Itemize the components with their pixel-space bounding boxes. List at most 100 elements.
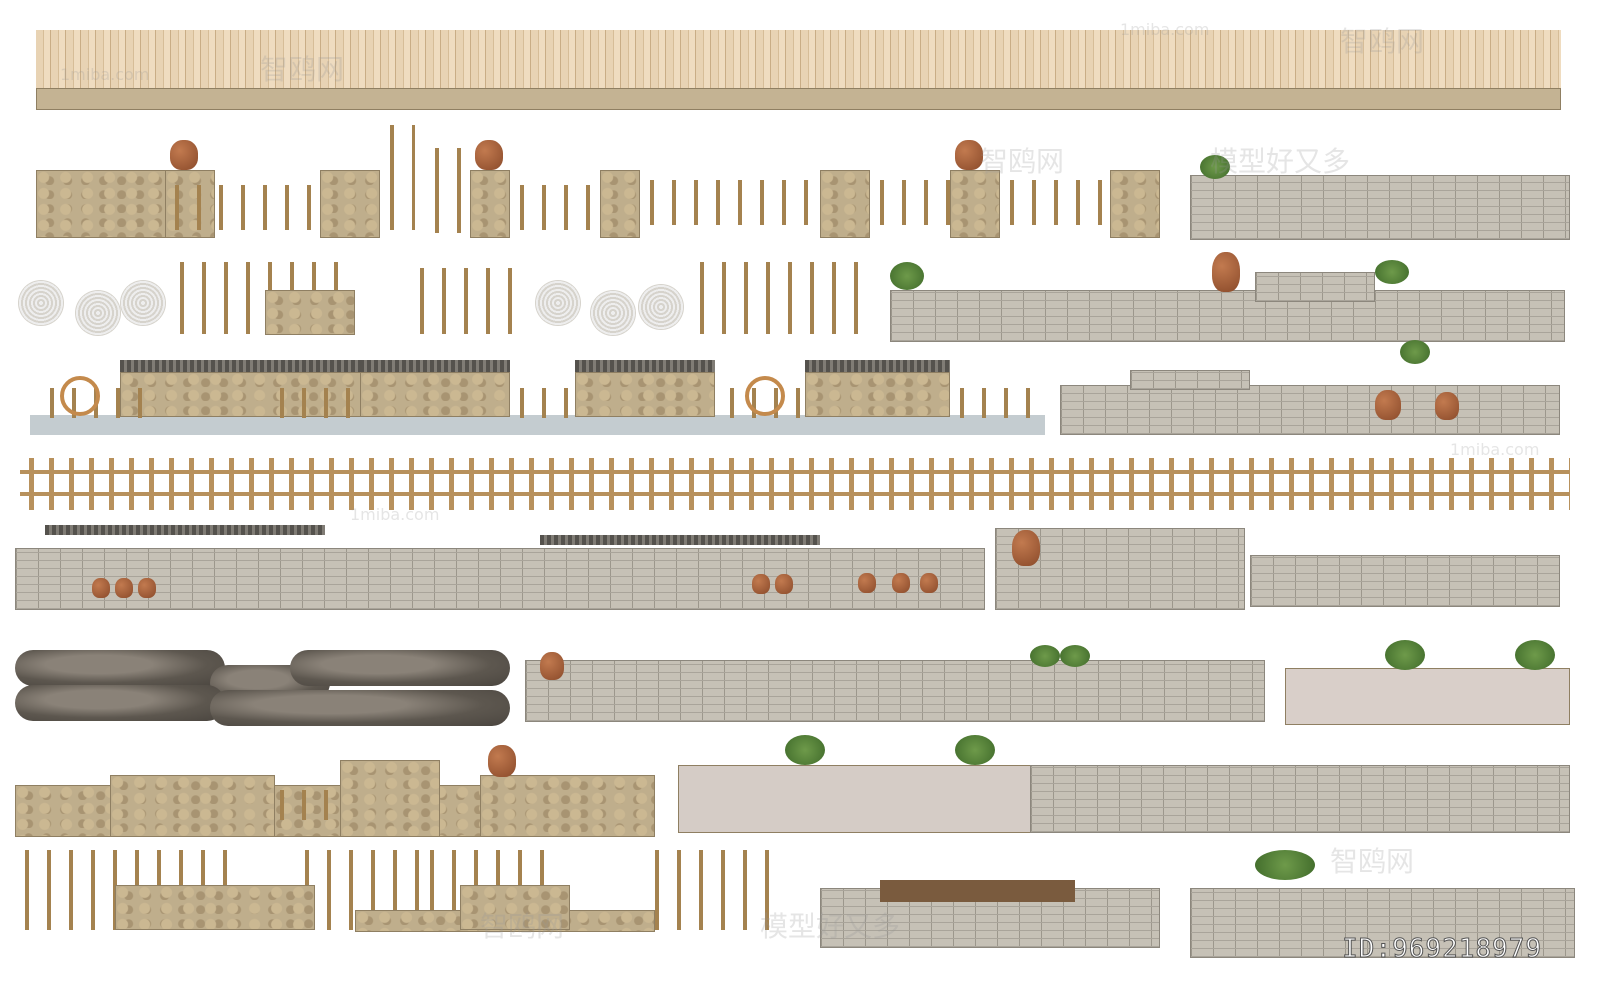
brick-wall-lattice [525, 660, 1265, 722]
potted-plant [1385, 640, 1425, 670]
clay-pot [1212, 252, 1240, 292]
brick-wall-step [1130, 370, 1250, 390]
millstone [120, 280, 166, 326]
brick-wall-lattice [1060, 385, 1560, 435]
wooden-gate [425, 148, 465, 233]
brick-wall-step [1255, 272, 1375, 302]
bamboo-fence [40, 388, 160, 418]
stone-pillar [36, 170, 166, 238]
bamboo-fence [645, 850, 785, 930]
stone-base [265, 290, 355, 335]
stone-wall-planters [1285, 668, 1570, 725]
watermark-text: 1miba.com [60, 65, 150, 84]
clay-pot [1012, 530, 1040, 566]
brick-wall-lattice [890, 290, 1565, 342]
rock-wall [210, 690, 510, 726]
brick-wall-long [15, 548, 985, 610]
water-channel [30, 415, 1045, 435]
bamboo-fence [510, 388, 570, 418]
stone-pillar [470, 170, 510, 238]
wooden-gate [380, 125, 415, 230]
watermark-text: 智鸥网 [260, 53, 345, 86]
wood-rail-fence [165, 185, 325, 230]
stone-pillar [600, 170, 640, 238]
watermark-text: 模型好又多 [760, 910, 901, 943]
stone-wall [575, 372, 715, 417]
clay-pot [955, 140, 983, 170]
tiled-roof [540, 535, 820, 545]
watermark-text: 智鸥网 [1340, 25, 1425, 58]
wood-rail-fence [870, 180, 950, 225]
potted-plant [1400, 340, 1430, 364]
millstone [638, 284, 684, 330]
clay-pot [1375, 390, 1401, 420]
wooden-plank-fence [36, 30, 1561, 88]
stone-pillar [820, 170, 870, 238]
brick-wall-lattice [1030, 765, 1570, 833]
millstone [535, 280, 581, 326]
stone-wall [460, 885, 570, 930]
picket-fence [20, 458, 1570, 510]
clay-pot [858, 573, 876, 593]
wood-bench [880, 880, 1075, 902]
brick-wall-planters [1190, 888, 1575, 958]
tiled-roof [120, 360, 388, 372]
stone-wall-planters [678, 765, 1038, 833]
stone-pillar [320, 170, 380, 238]
clay-pot [92, 578, 110, 598]
potted-plant [1060, 645, 1090, 667]
rock-wall [290, 650, 510, 686]
watermark-text: 1miba.com [1120, 20, 1210, 39]
wood-rail-fence [640, 180, 820, 225]
tiled-roof [45, 525, 325, 535]
bamboo-fence [410, 268, 530, 334]
wood-rail-fence [510, 185, 600, 230]
stone-pillar [340, 760, 440, 837]
potted-plant [890, 262, 924, 290]
brick-wall-planters [1250, 555, 1560, 607]
potted-plant [1030, 645, 1060, 667]
wood-rail [270, 790, 340, 820]
potted-plant [1200, 155, 1230, 179]
stone-wall [360, 372, 510, 417]
tiled-roof [575, 360, 715, 372]
clay-pot [540, 652, 564, 680]
brick-wall-planters [1190, 175, 1570, 240]
rock-wall [15, 650, 225, 686]
stone-wall-mid [480, 775, 655, 837]
clay-pot [475, 140, 503, 170]
watermark-text: 模型好又多 [1210, 145, 1351, 178]
rock-wall [15, 685, 225, 721]
stone-wall [805, 372, 950, 417]
tiled-roof [360, 360, 510, 372]
bamboo-fence [690, 262, 870, 334]
clay-pot [752, 574, 770, 594]
clay-pot [488, 745, 516, 777]
watermark-text: 1miba.com [350, 505, 440, 524]
clay-pot [775, 574, 793, 594]
watermark-text: 智鸥网 [1330, 845, 1415, 878]
stone-wall [115, 885, 315, 930]
watermark-text: 智鸥网 [980, 145, 1065, 178]
stone-wall-mid [110, 775, 275, 837]
stone-base [36, 88, 1561, 110]
wagon-wheel [60, 376, 100, 416]
watermark-text: 1miba.com [1450, 440, 1540, 459]
potted-plant [1515, 640, 1555, 670]
millstone [75, 290, 121, 336]
clay-pot [892, 573, 910, 593]
clay-pot [115, 578, 133, 598]
millstone [18, 280, 64, 326]
model-id-label: ID:969218979 [1342, 934, 1542, 965]
potted-plant [1255, 850, 1315, 880]
potted-plant [785, 735, 825, 765]
clay-pot [170, 140, 198, 170]
stone-pillar [1110, 170, 1160, 238]
bamboo-fence [950, 388, 1045, 418]
watermark-text: 智鸥网 [480, 910, 565, 943]
wagon-wheel [745, 376, 785, 416]
clay-pot [920, 573, 938, 593]
millstone [590, 290, 636, 336]
potted-plant [1375, 260, 1409, 284]
